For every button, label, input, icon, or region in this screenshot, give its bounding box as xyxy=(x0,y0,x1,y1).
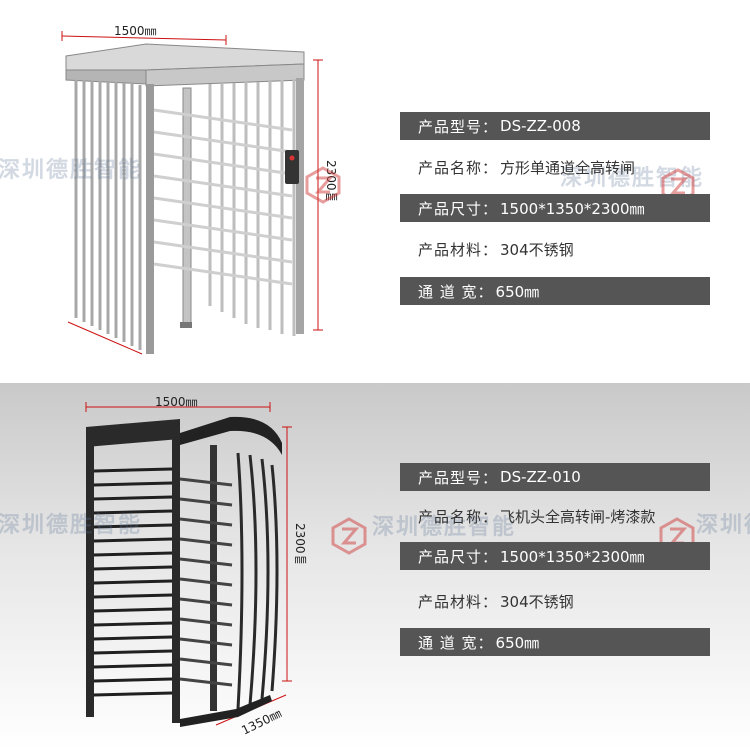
spec-value: 1500*1350*2300㎜ xyxy=(500,547,645,566)
brand-logo-watermark xyxy=(331,517,367,555)
watermark-text: 深圳德胜智能 xyxy=(0,513,143,538)
watermark-text: 深圳德胜智能 xyxy=(696,513,750,538)
spec-row-model: 产品型号：DS-ZZ-008 xyxy=(400,112,710,140)
spec-label: 产品名称： xyxy=(418,507,499,526)
turnstile-008-illustration xyxy=(61,31,323,355)
watermark-text: 深圳德胜智能 xyxy=(372,515,517,540)
spec-label: 产品尺寸： xyxy=(418,199,499,218)
spec-row-material: 产品材料：304不锈钢 xyxy=(400,587,710,615)
product-panel-1: 1500㎜ 2300㎜ 深圳德胜智能 深圳德胜智能 产品型号：DS-ZZ-008… xyxy=(0,24,710,355)
width-dimension-label: 1500㎜ xyxy=(114,24,157,38)
spec-row-channel-width: 通 道 宽：650㎜ xyxy=(400,628,710,656)
spec-label: 产品型号： xyxy=(418,468,499,487)
spec-value: 650㎜ xyxy=(495,282,540,301)
spec-row-name: 产品名称：方形单通道全高转闸 xyxy=(400,153,710,181)
spec-row-size: 产品尺寸：1500*1350*2300㎜ xyxy=(400,194,710,222)
width-dimension-label: 1500㎜ xyxy=(155,395,198,409)
spec-label: 产品材料： xyxy=(418,592,499,611)
spec-value: 1500*1350*2300㎜ xyxy=(500,199,645,218)
spec-value: DS-ZZ-010 xyxy=(500,468,581,486)
spec-row-model: 产品型号：DS-ZZ-010 xyxy=(400,463,710,491)
spec-label: 产品尺寸： xyxy=(418,547,499,566)
spec-value: 飞机头全高转闸-烤漆款 xyxy=(500,507,656,526)
spec-row-size: 产品尺寸：1500*1350*2300㎜ xyxy=(400,542,710,570)
spec-label: 产品材料： xyxy=(418,240,499,259)
spec-row-channel-width: 通 道 宽：650㎜ xyxy=(400,277,710,305)
spec-label: 通 道 宽： xyxy=(418,633,494,652)
watermark-text: 深圳德胜智能 xyxy=(0,158,143,183)
spec-row-name: 产品名称：飞机头全高转闸-烤漆款 xyxy=(400,502,710,530)
height-dimension-label: 2300㎜ xyxy=(293,523,307,566)
spec-label: 产品型号： xyxy=(418,117,499,136)
spec-value: 304不锈钢 xyxy=(500,592,574,611)
spec-label: 通 道 宽： xyxy=(418,282,494,301)
spec-value: 方形单通道全高转闸 xyxy=(500,158,636,177)
spec-value: DS-ZZ-008 xyxy=(500,117,581,135)
spec-row-material: 产品材料：304不锈钢 xyxy=(400,235,710,263)
spec-value: 304不锈钢 xyxy=(500,240,574,259)
spec-label: 产品名称： xyxy=(418,158,499,177)
turnstile-010-illustration xyxy=(85,402,292,727)
brand-logo-watermark xyxy=(305,166,341,204)
product-panel-2: 1500㎜ 2300㎜ 1350㎜ 深圳德胜智能 深圳德胜智能 深圳德胜智能 产… xyxy=(0,383,750,750)
spec-value: 650㎜ xyxy=(495,633,540,652)
